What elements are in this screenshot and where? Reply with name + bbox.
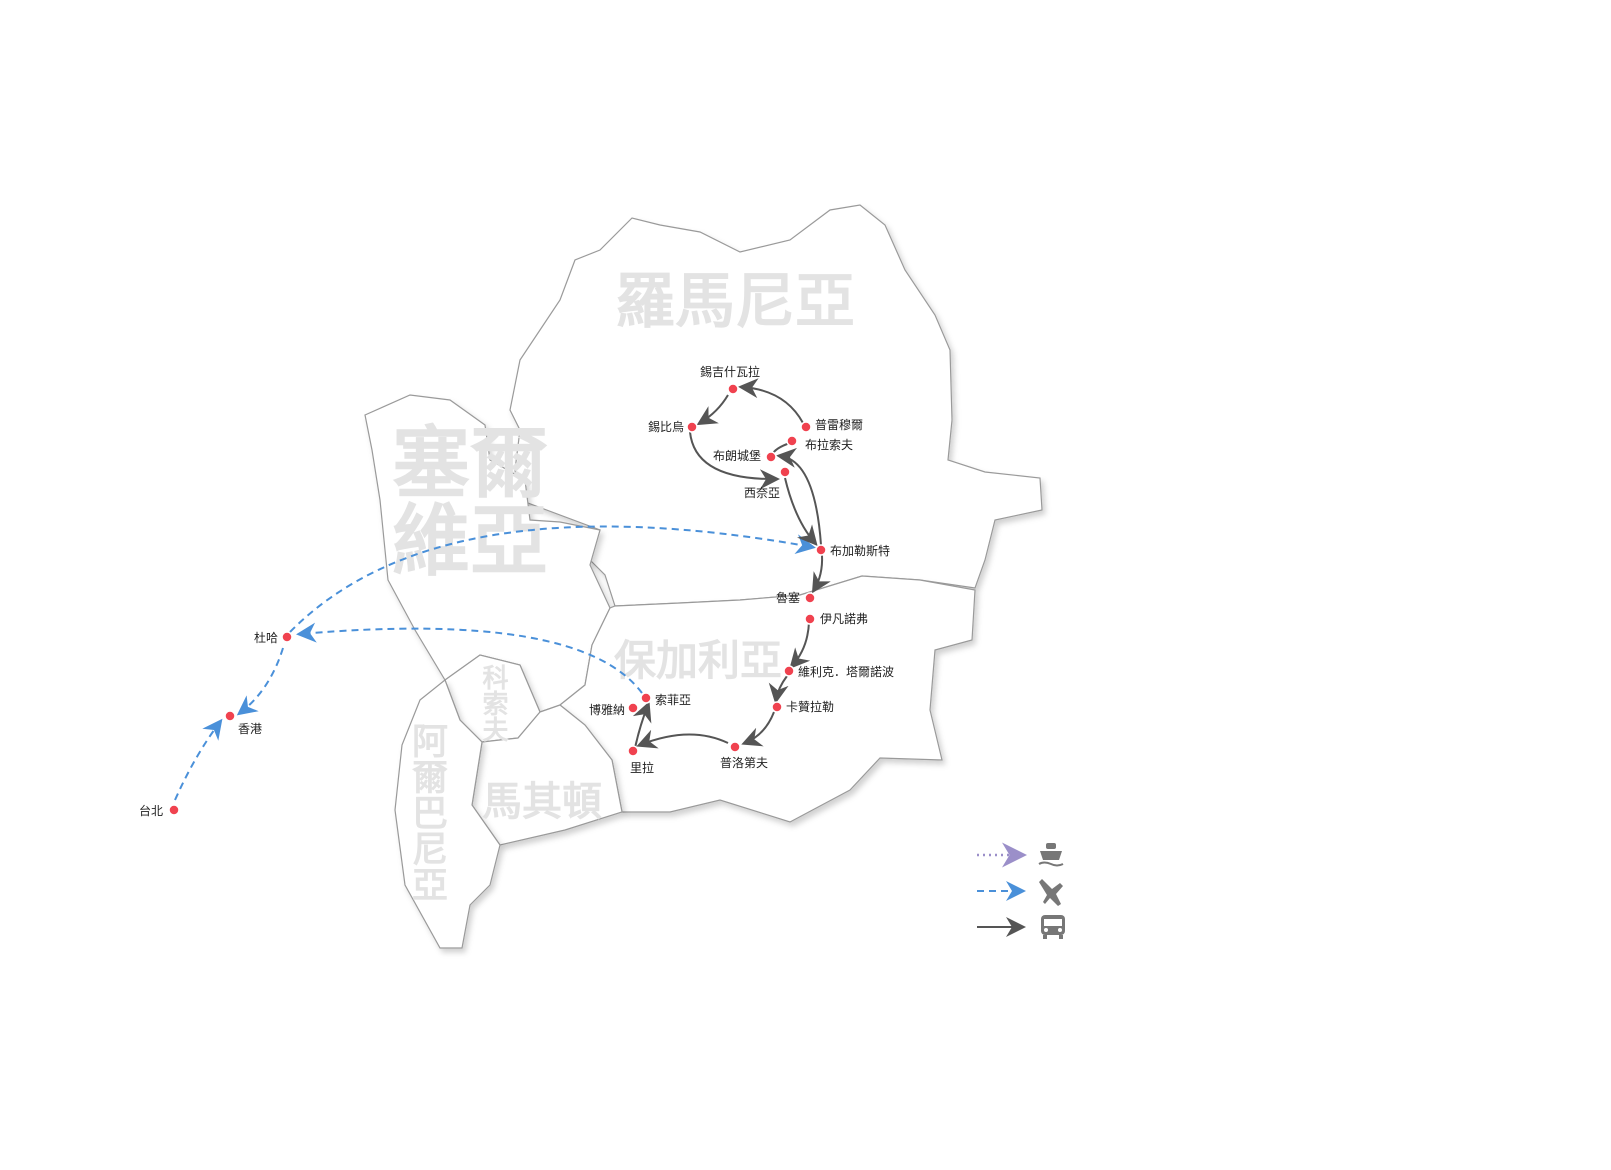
city-marker[interactable]	[783, 665, 795, 677]
plane-icon	[1039, 879, 1063, 906]
bus-icon	[1041, 915, 1065, 939]
label-macedonia: 馬其頓	[482, 779, 602, 825]
bus-routes	[632, 378, 831, 749]
city-label: 香港	[238, 722, 262, 736]
label-kosovo: 科索夫	[478, 664, 508, 742]
bus-2	[696, 394, 729, 426]
label-bulgaria: 保加利亞	[614, 636, 783, 685]
cities: 錫吉什瓦拉 錫比烏 普雷穆爾 布拉索夫 布朗城堡 西奈亞 布加勒斯特 魯塞 伊凡…	[139, 364, 894, 818]
bus-8	[789, 621, 811, 669]
city-marker[interactable]	[815, 544, 827, 556]
city-label: 普洛第夫	[720, 755, 768, 770]
city-label: 魯塞	[776, 590, 800, 605]
city-marker[interactable]	[804, 613, 816, 625]
city-label: 布朗城堡	[713, 448, 761, 463]
legend	[977, 842, 1065, 939]
bulgaria-outline	[559, 575, 976, 823]
bus-10	[741, 711, 775, 747]
city-marker[interactable]	[771, 701, 783, 713]
bus-12	[632, 701, 652, 749]
city-marker[interactable]	[800, 421, 812, 433]
air-routes	[174, 525, 816, 801]
bus-9	[768, 675, 789, 704]
bus-7	[811, 554, 831, 594]
flight-taipei-hongkong	[174, 718, 223, 801]
city-marker[interactable]	[168, 804, 180, 816]
label-serbia: 塞爾維亞	[392, 419, 549, 587]
flight-doha-bucharest	[289, 525, 816, 633]
city-label: 普雷穆爾	[815, 417, 863, 432]
flight-sofia-doha	[296, 622, 643, 694]
city-marker[interactable]	[281, 631, 293, 643]
city-label: 博雅納	[589, 702, 625, 717]
city-label: 卡贊拉勒	[786, 699, 834, 714]
city-label: 西奈亞	[744, 486, 780, 500]
city-marker[interactable]	[729, 741, 741, 753]
city-label: 里拉	[630, 760, 654, 775]
bus-3	[689, 431, 780, 490]
label-albania: 阿爾巴尼亞	[406, 722, 447, 902]
bus-11	[636, 729, 729, 749]
bus-5	[784, 477, 818, 547]
albania-outline	[394, 679, 501, 949]
city-marker[interactable]	[786, 435, 798, 447]
city-marker[interactable]	[779, 466, 791, 478]
ship-icon	[1038, 843, 1064, 867]
label-romania: 羅馬尼亞	[615, 267, 855, 337]
city-label: 伊凡諾弗	[820, 611, 868, 626]
city-label: 維利克．塔爾諾波	[798, 664, 894, 679]
bus-1	[738, 378, 804, 424]
city-marker[interactable]	[765, 451, 777, 463]
city-label: 台北	[139, 803, 163, 818]
city-label: 布加勒斯特	[830, 543, 890, 558]
city-label: 布拉索夫	[805, 437, 853, 452]
city-marker[interactable]	[727, 383, 739, 395]
city-marker[interactable]	[627, 745, 639, 757]
city-marker[interactable]	[627, 702, 639, 714]
city-marker[interactable]	[640, 692, 652, 704]
city-label: 錫吉什瓦拉	[700, 364, 760, 379]
city-label: 索菲亞	[655, 693, 691, 707]
city-marker[interactable]	[686, 421, 698, 433]
city-label: 杜哈	[254, 630, 278, 645]
city-marker[interactable]	[804, 592, 816, 604]
city-marker[interactable]	[224, 710, 236, 722]
bus-6	[776, 447, 822, 546]
city-label: 錫比烏	[648, 419, 684, 434]
flight-doha-hongkong	[236, 647, 284, 716]
